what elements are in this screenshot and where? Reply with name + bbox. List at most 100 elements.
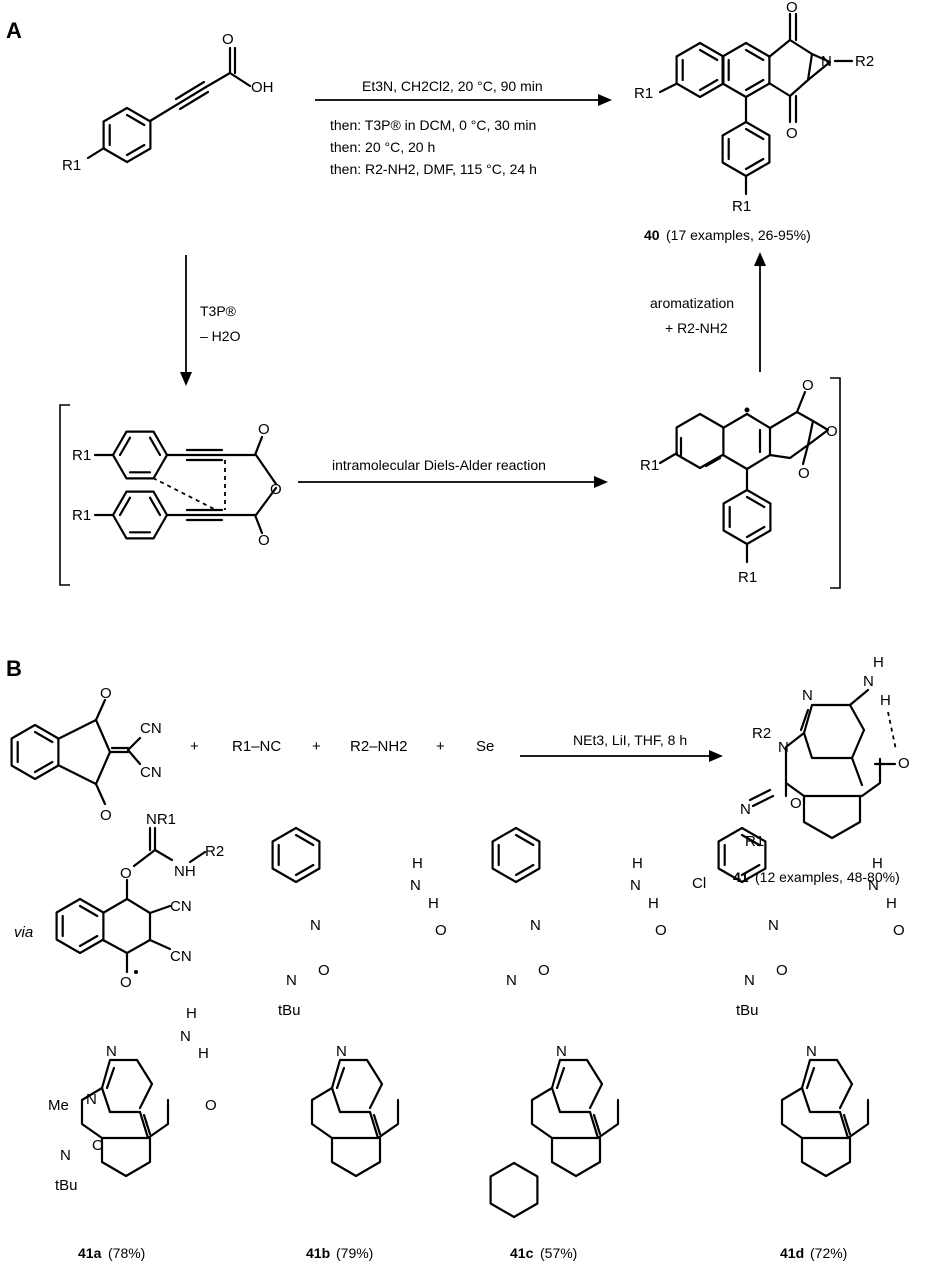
via-nr1: NR1: [146, 811, 176, 828]
imide-o-top: O: [786, 0, 798, 16]
41c-imine-n: N: [506, 972, 517, 989]
41b-n-pyrrole: N: [336, 1043, 347, 1060]
arrow-multicomponent: NEt3, LiI, THF, 8 h: [520, 732, 723, 762]
nitrile-bottom: CN: [140, 764, 162, 781]
amine-label: R2–NH2: [350, 738, 408, 755]
r1-label-40-aryl: R1: [732, 198, 751, 215]
41d-n-pyrrole: N: [806, 1043, 817, 1060]
41d-tbu: tBu: [736, 1002, 759, 1019]
r1-label-cyclo: R1: [640, 457, 659, 474]
arrow-direct-route: Et3N, CH2Cl2, 20 °C, 90 min then: T3P® i…: [315, 78, 612, 177]
selenium-label: Se: [476, 738, 494, 755]
carbonyl-o-41: O: [898, 755, 910, 772]
41b-id: 41b: [306, 1245, 330, 1261]
41d-ring-o: O: [776, 962, 788, 979]
r1-label-int-top: R1: [72, 447, 91, 464]
cyclo-o-bridge: O: [826, 423, 838, 440]
via-ether-o: O: [120, 865, 132, 882]
41a-nh2-n: N: [180, 1028, 191, 1045]
cyclo-o-top: O: [802, 377, 814, 394]
41b-h-bond: H: [428, 895, 439, 912]
41c-n-pyrrole: N: [556, 1043, 567, 1060]
imide-n: N: [821, 53, 832, 70]
via-o-radical: O: [120, 974, 132, 991]
via-cn-bottom: CN: [170, 948, 192, 965]
product-40-id: 40: [644, 227, 660, 243]
41a-n-pyrrole: N: [106, 1043, 117, 1060]
anhydride-o-bridge: O: [270, 481, 282, 498]
intermediate-brackets: [59, 377, 841, 589]
amine-addition-label: + R2-NH2: [665, 320, 728, 336]
indanylidene-malononitrile: O O CN CN: [10, 685, 162, 824]
41c-id: 41c: [510, 1245, 534, 1261]
product-41-structure: N N H H O N R2 O N R1 41 (12 examples, 4…: [733, 654, 910, 885]
41d-carbonyl-o: O: [893, 922, 905, 939]
indandione-o-top: O: [100, 685, 112, 702]
acid-oh-label: OH: [251, 79, 274, 96]
conditions-line-3: then: R2-NH2, DMF, 115 °C, 24 h: [330, 161, 537, 177]
anhydride-o-bottom: O: [258, 532, 270, 549]
41a-id: 41a: [78, 1245, 102, 1261]
r2-label-41: R2: [752, 725, 771, 742]
r2-label-40: R2: [855, 53, 874, 70]
panel-label-b: B: [6, 656, 22, 681]
ring-n-41: N: [778, 739, 789, 756]
indandione-o-bottom: O: [100, 807, 112, 824]
41a-h-bond: H: [198, 1045, 209, 1062]
via-label: via: [14, 924, 33, 941]
imda-label: intramolecular Diels-Alder reaction: [332, 457, 546, 473]
41c-h-top: H: [632, 855, 643, 872]
arylpropiolic-acid: O OH R1: [62, 31, 274, 174]
plus-3: +: [436, 738, 445, 755]
example-41d: Cl N N H H O N O N tBu 41d (72%): [692, 826, 905, 1261]
arrow-aromatization: aromatization + R2-NH2: [650, 252, 766, 372]
imide-o-bottom: O: [786, 125, 798, 142]
r1-label-start: R1: [62, 157, 81, 174]
41c-carbonyl-o: O: [655, 922, 667, 939]
t3p-reagent: T3P®: [200, 303, 237, 319]
plus-2: +: [312, 738, 321, 755]
nitrile-top: CN: [140, 720, 162, 737]
panel-label-a: A: [6, 18, 22, 43]
41a-imine-n: N: [60, 1147, 71, 1164]
cyclo-o-bottom: O: [798, 465, 810, 482]
41d-nh2-n: N: [868, 877, 879, 894]
via-r2: R2: [205, 843, 224, 860]
41a-yield: (78%): [108, 1245, 145, 1261]
conditions-top: Et3N, CH2Cl2, 20 °C, 90 min: [362, 78, 543, 94]
41a-carbonyl-o: O: [205, 1097, 217, 1114]
ring-o-41: O: [790, 795, 802, 812]
41b-nh2-n: N: [410, 877, 421, 894]
via-cn-top: CN: [170, 898, 192, 915]
cycloadduct-intermediate: O O O R1 R1: [640, 377, 838, 586]
isocyanide-label: R1–NC: [232, 738, 281, 755]
aromatization-label: aromatization: [650, 295, 734, 311]
41d-h-top: H: [872, 855, 883, 872]
41b-h-top: H: [412, 855, 423, 872]
plus-1: +: [190, 738, 199, 755]
41b-ring-n: N: [310, 917, 321, 934]
41d-ring-n: N: [768, 917, 779, 934]
conditions-b: NEt3, LiI, THF, 8 h: [573, 732, 687, 748]
anhydride-intermediate: O O O R1 R1: [72, 421, 282, 549]
41b-yield: (79%): [336, 1245, 373, 1261]
41d-h-bond: H: [886, 895, 897, 912]
arrow-anhydride-formation: T3P® – H2O: [180, 255, 241, 386]
via-nh: NH: [174, 863, 196, 880]
arrow-imda: intramolecular Diels-Alder reaction: [298, 457, 608, 488]
conditions-line-2: then: 20 °C, 20 h: [330, 139, 435, 155]
41c-ring-o: O: [538, 962, 550, 979]
41d-imine-n: N: [744, 972, 755, 989]
41a-methyl: Me: [48, 1097, 69, 1114]
41c-ring-n: N: [530, 917, 541, 934]
41c-nh2-n: N: [630, 877, 641, 894]
nh2-n-41: N: [863, 673, 874, 690]
41a-tbu: tBu: [55, 1177, 78, 1194]
r1-label-40-ring: R1: [634, 85, 653, 102]
41b-carbonyl-o: O: [435, 922, 447, 939]
41a-ring-n: N: [86, 1091, 97, 1108]
water-byproduct: – H2O: [200, 328, 241, 344]
41b-tbu: tBu: [278, 1002, 301, 1019]
nh2-h-top-41: H: [873, 654, 884, 671]
product-40-structure: O O N R2 R1 R1 40 (17 examples, 26-95%): [634, 0, 874, 243]
